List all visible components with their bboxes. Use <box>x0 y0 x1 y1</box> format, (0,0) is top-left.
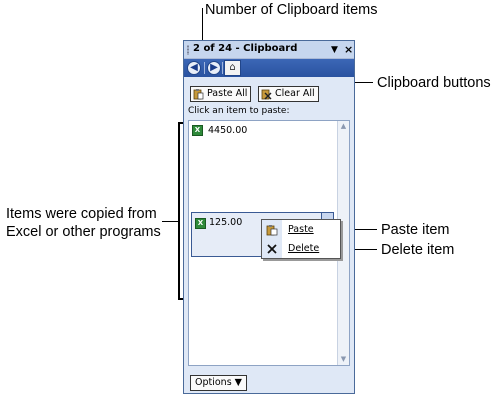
paste-all-label: Paste All <box>207 88 248 99</box>
callout-delete-item: Delete item <box>381 242 455 258</box>
options-button[interactable]: Options ▼ <box>190 375 247 391</box>
clear-all-icon <box>261 89 272 100</box>
back-icon[interactable]: ◀ <box>187 61 201 75</box>
leader-items-copied <box>162 221 178 222</box>
pane-title: 2 of 24 - Clipboard <box>193 43 298 54</box>
clipboard-task-pane: 2 of 24 - Clipboard ▼ × ◀ ▶ ⌂ Paste All … <box>183 40 355 394</box>
menu-item-paste[interactable]: Paste <box>262 221 340 239</box>
scroll-down-icon[interactable]: ▼ <box>340 355 347 363</box>
delete-icon <box>267 244 277 254</box>
callout-clipboard-buttons: Clipboard buttons <box>377 75 491 91</box>
grip-icon[interactable] <box>187 45 189 55</box>
forward-icon[interactable]: ▶ <box>207 61 221 75</box>
list-item-text: 125.00 <box>209 217 243 228</box>
clear-all-button[interactable]: Clear All <box>258 86 319 102</box>
nav-separator <box>204 62 205 74</box>
menu-item-delete[interactable]: Delete <box>262 240 340 258</box>
pane-nav-bar: ◀ ▶ ⌂ <box>184 59 354 77</box>
leader-paste-item <box>344 229 377 230</box>
paste-icon <box>266 225 278 236</box>
pane-title-bar[interactable]: 2 of 24 - Clipboard ▼ × <box>184 41 354 59</box>
excel-icon: X <box>192 125 203 136</box>
list-item-text: 4450.00 <box>208 125 248 136</box>
paste-all-icon <box>193 89 204 100</box>
close-icon[interactable]: × <box>344 43 354 56</box>
leader-delete-item <box>344 249 377 250</box>
paste-all-button[interactable]: Paste All <box>190 86 252 102</box>
bracket-vertical <box>178 122 180 300</box>
item-context-menu: Paste Delete <box>261 219 341 259</box>
menu-item-label: Delete <box>288 243 320 254</box>
callout-paste-item: Paste item <box>381 222 450 238</box>
callout-items-copied-line2: Excel or other programs <box>6 224 161 240</box>
click-instruction: Click an item to paste: <box>188 106 290 116</box>
nav-separator <box>222 62 223 74</box>
clear-all-label: Clear All <box>275 88 315 99</box>
home-icon[interactable]: ⌂ <box>224 60 241 76</box>
callout-items-copied-line1: Items were copied from <box>6 206 157 222</box>
leader-number-of-items <box>202 8 203 48</box>
callout-number-of-items: Number of Clipboard items <box>205 2 378 18</box>
scroll-up-icon[interactable]: ▲ <box>340 122 347 130</box>
menu-item-label: Paste <box>288 224 314 235</box>
excel-icon: X <box>195 218 206 229</box>
dropdown-arrow-icon[interactable]: ▼ <box>331 45 338 55</box>
